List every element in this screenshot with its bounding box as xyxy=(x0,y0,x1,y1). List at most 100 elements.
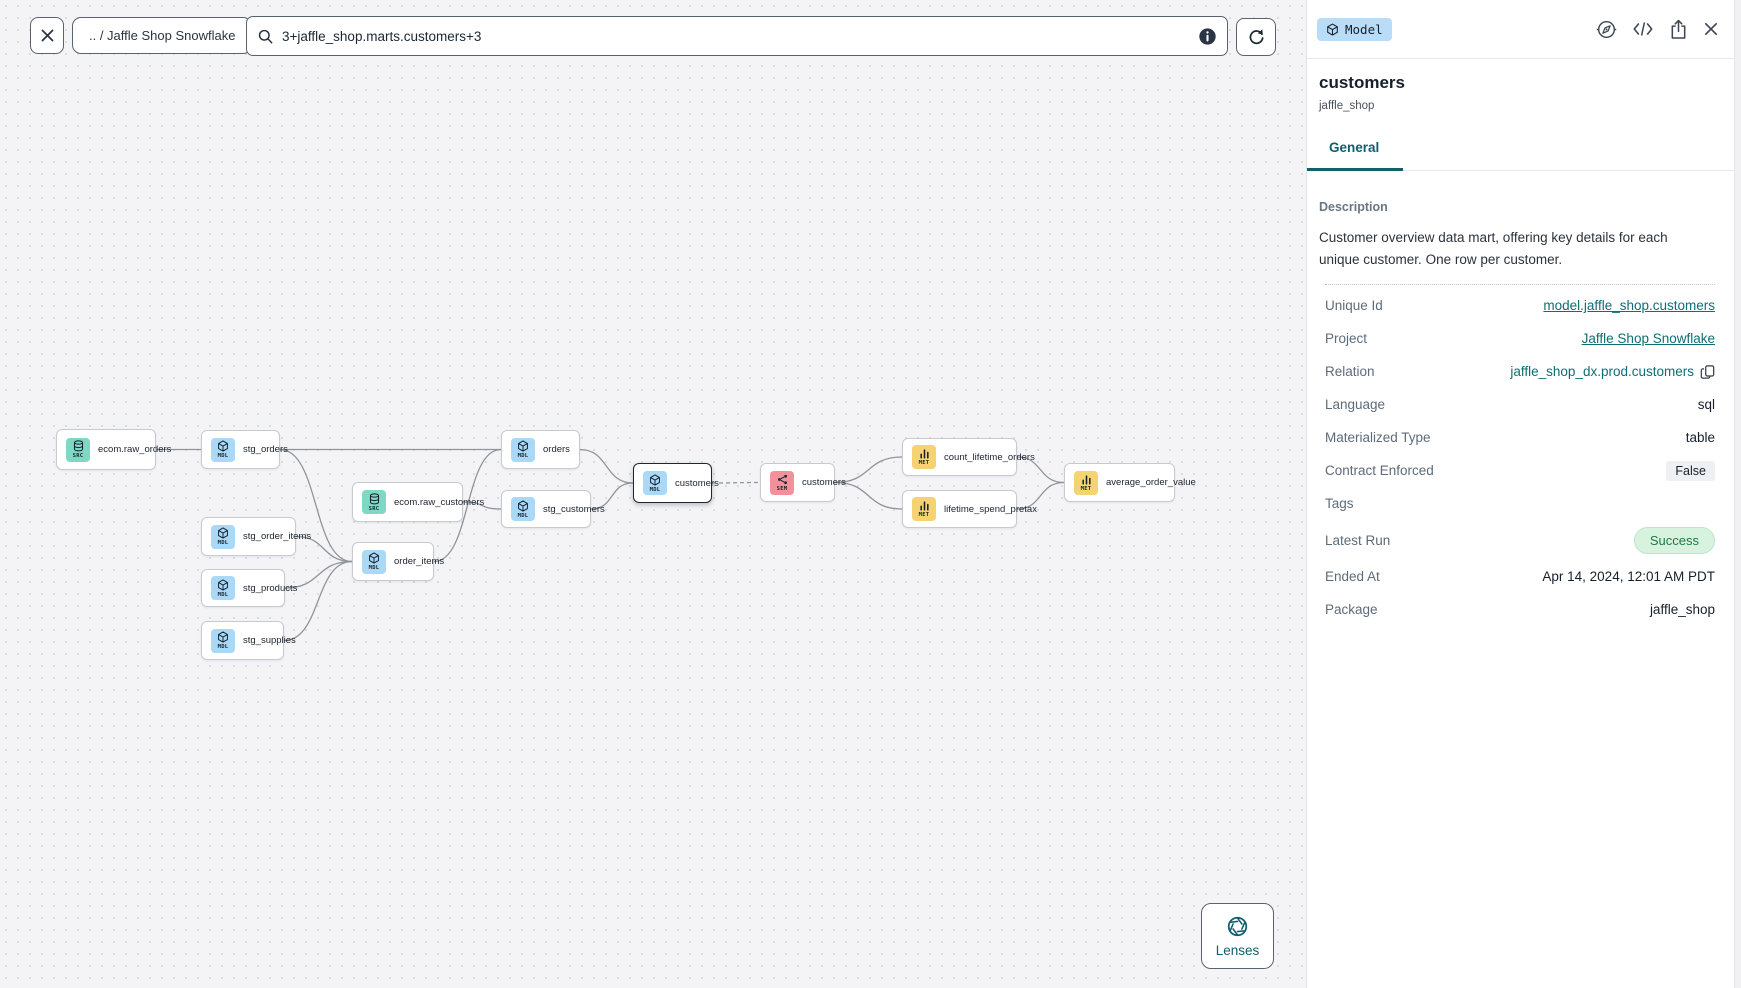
details-panel: Model xyxy=(1306,0,1741,988)
model-cube-icon xyxy=(218,440,228,452)
field-row: Project Jaffle Shop Snowflake xyxy=(1325,322,1715,355)
field-label: Contract Enforced xyxy=(1325,463,1434,478)
mdl-node-icon: MDL xyxy=(211,524,235,549)
graph-node-lifetime_spend_pretax[interactable]: MET lifetime_spend_pretax xyxy=(902,490,1037,528)
close-panel-button[interactable] xyxy=(1703,21,1719,37)
page-subtitle: jaffle_shop xyxy=(1319,100,1375,112)
met-node-icon: MET xyxy=(912,497,936,521)
lineage-edges xyxy=(156,448,1065,642)
panel-scrollbar[interactable] xyxy=(1734,0,1741,988)
field-value-link[interactable]: model.jaffle_shop.customers xyxy=(1543,298,1715,313)
mdl-node-icon: MDL xyxy=(511,497,535,521)
lineage-search[interactable] xyxy=(246,16,1228,56)
edge-order_items-to-orders xyxy=(433,448,502,563)
field-label: Language xyxy=(1325,397,1386,412)
lenses-label: Lenses xyxy=(1215,942,1260,958)
field-label: Project xyxy=(1325,331,1368,346)
node-label: stg_products xyxy=(243,582,298,594)
refresh-button[interactable] xyxy=(1236,18,1276,56)
src-node-icon: SRC xyxy=(362,490,386,514)
node-label: customers xyxy=(802,477,846,488)
metric-chart-icon xyxy=(919,449,929,459)
edge-customers_sem-to-lifetime_spend_pretax xyxy=(834,481,903,510)
node-label: ecom.raw_orders xyxy=(98,444,172,455)
page-title: customers xyxy=(1319,73,1405,92)
divider xyxy=(1325,284,1715,285)
node-label: stg_customers xyxy=(543,503,605,515)
field-label: Materialized Type xyxy=(1325,430,1431,445)
search-input[interactable] xyxy=(282,28,1190,44)
share-icon xyxy=(1671,19,1686,39)
edge-customers-to-customers_sem xyxy=(711,481,761,484)
edge-lifetime_spend_pretax-to-average_order_value xyxy=(1016,481,1065,510)
field-value-link[interactable]: Jaffle Shop Snowflake xyxy=(1581,331,1715,346)
lenses-icon xyxy=(1227,916,1248,936)
graph-node-raw_orders[interactable]: SRC ecom.raw_orders xyxy=(56,429,171,470)
field-value: Apr 14, 2024, 12:01 AM PDT xyxy=(1542,569,1715,584)
info-icon[interactable] xyxy=(1198,27,1217,46)
source-db-icon xyxy=(369,492,379,504)
field-label: Package xyxy=(1325,602,1378,617)
copy-icon xyxy=(1700,364,1715,379)
model-cube-icon xyxy=(218,578,228,591)
lenses-button[interactable]: Lenses xyxy=(1201,903,1274,969)
view-code-button[interactable] xyxy=(1632,20,1654,38)
field-label: Latest Run xyxy=(1325,532,1391,548)
mdl-node-icon: MDL xyxy=(211,576,235,600)
model-cube-icon xyxy=(650,473,660,486)
mdl-node-icon: MDL xyxy=(643,471,667,495)
node-label: orders xyxy=(543,444,570,455)
model-cube-icon xyxy=(218,527,228,539)
graph-node-stg_products[interactable]: MDL stg_products xyxy=(201,569,297,607)
node-label: stg_orders xyxy=(243,444,288,455)
graph-node-average_order_value[interactable]: MET average_order_value xyxy=(1064,463,1196,502)
open-in-lineage-button[interactable] xyxy=(1596,19,1617,40)
close-lineage-button[interactable] xyxy=(30,17,64,54)
resource-type-badge: Model xyxy=(1317,17,1392,41)
edge-stg_products-to-order_items xyxy=(284,560,353,589)
description-label: Description xyxy=(1319,200,1388,214)
search-icon xyxy=(258,29,273,43)
close-icon xyxy=(1704,22,1718,36)
model-cube-icon xyxy=(218,631,228,643)
breadcrumb-label: .. / Jaffle Shop Snowflake xyxy=(89,28,236,43)
breadcrumb[interactable]: .. / Jaffle Shop Snowflake xyxy=(72,17,253,54)
tab-general[interactable]: General xyxy=(1307,140,1403,171)
met-node-icon: MET xyxy=(1074,470,1098,495)
contract-badge: False xyxy=(1666,460,1715,481)
node-label: lifetime_spend_pretax xyxy=(944,503,1037,515)
compass-icon xyxy=(1596,20,1617,38)
code-icon xyxy=(1633,22,1653,36)
model-cube-icon xyxy=(518,440,528,452)
description-text: Customer overview data mart, offering ke… xyxy=(1319,230,1668,267)
edge-count_lifetime_orders-to-average_order_value xyxy=(1016,456,1065,484)
node-label: average_order_value xyxy=(1106,477,1196,488)
edge-customers_sem-to-count_lifetime_orders xyxy=(834,456,903,484)
panel-header: Model xyxy=(1307,0,1741,59)
met-node-icon: MET xyxy=(912,445,936,469)
share-button[interactable] xyxy=(1669,19,1688,40)
node-label: order_items xyxy=(394,556,445,567)
graph-node-stg_customers[interactable]: MDL stg_customers xyxy=(501,490,605,528)
src-node-icon: SRC xyxy=(66,437,90,462)
field-value-link[interactable]: jaffle_shop_dx.prod.customers xyxy=(1510,364,1694,379)
edge-stg_orders-to-order_items xyxy=(279,448,353,563)
graph-node-stg_orders[interactable]: MDL stg_orders xyxy=(201,430,288,469)
copy-relation-button[interactable] xyxy=(1700,364,1715,380)
mdl-node-icon: MDL xyxy=(211,437,235,462)
